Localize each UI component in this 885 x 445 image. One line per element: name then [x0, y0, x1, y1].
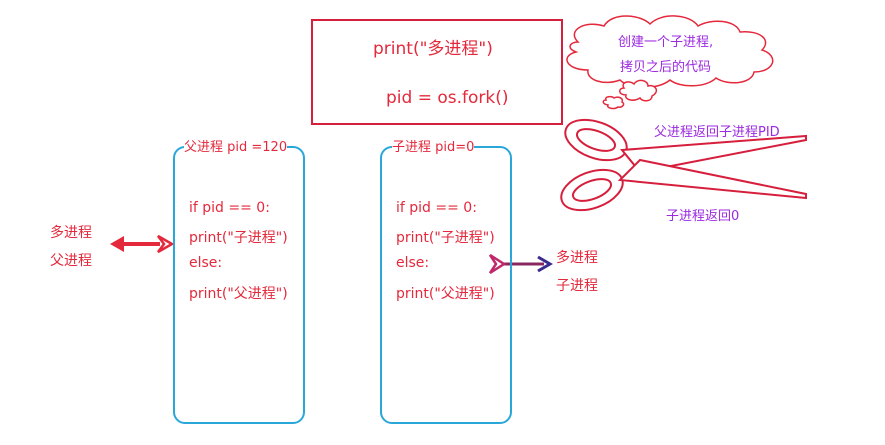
print-statement: print("多进程"): [373, 39, 493, 59]
left-output-line2: 父进程: [50, 253, 92, 269]
left-output-arrow: [110, 234, 175, 254]
fork-statement: pid = os.fork(): [386, 88, 509, 108]
parent-code-line: print("子进程"): [189, 230, 288, 246]
parent-code-line: else:: [189, 255, 223, 271]
parent-code-line: if pid == 0:: [189, 200, 270, 216]
cloud-text-line2: 拷贝之后的代码: [620, 60, 712, 75]
cloud-text-line1: 创建一个子进程,: [618, 35, 714, 50]
left-output-line1: 多进程: [50, 225, 92, 241]
child-code-line: if pid == 0:: [396, 200, 477, 216]
parent-return-label: 父进程返回子进程PID: [654, 125, 780, 140]
thought-bubble-medium: [619, 79, 658, 102]
thought-bubble-small: [602, 95, 625, 110]
right-output-line1: 多进程: [556, 250, 598, 266]
thought-cloud-shape: [566, 15, 774, 89]
parent-box-title: 父进程 pid =120: [184, 136, 288, 155]
child-code-line: print("子进程"): [396, 230, 495, 246]
child-return-label: 子进程返回0: [666, 209, 740, 224]
right-output-line2: 子进程: [556, 278, 598, 294]
right-output-arrow: [488, 253, 553, 275]
scissors-lower-blade: [617, 158, 807, 200]
child-box-title: 子进程 pid=0: [392, 136, 475, 155]
child-code-line: print("父进程"): [396, 286, 495, 302]
fork-code-box: [311, 19, 563, 125]
scissors-icon: [560, 118, 807, 212]
child-code-line: else:: [396, 255, 430, 271]
parent-code-line: print("父进程"): [189, 286, 288, 302]
